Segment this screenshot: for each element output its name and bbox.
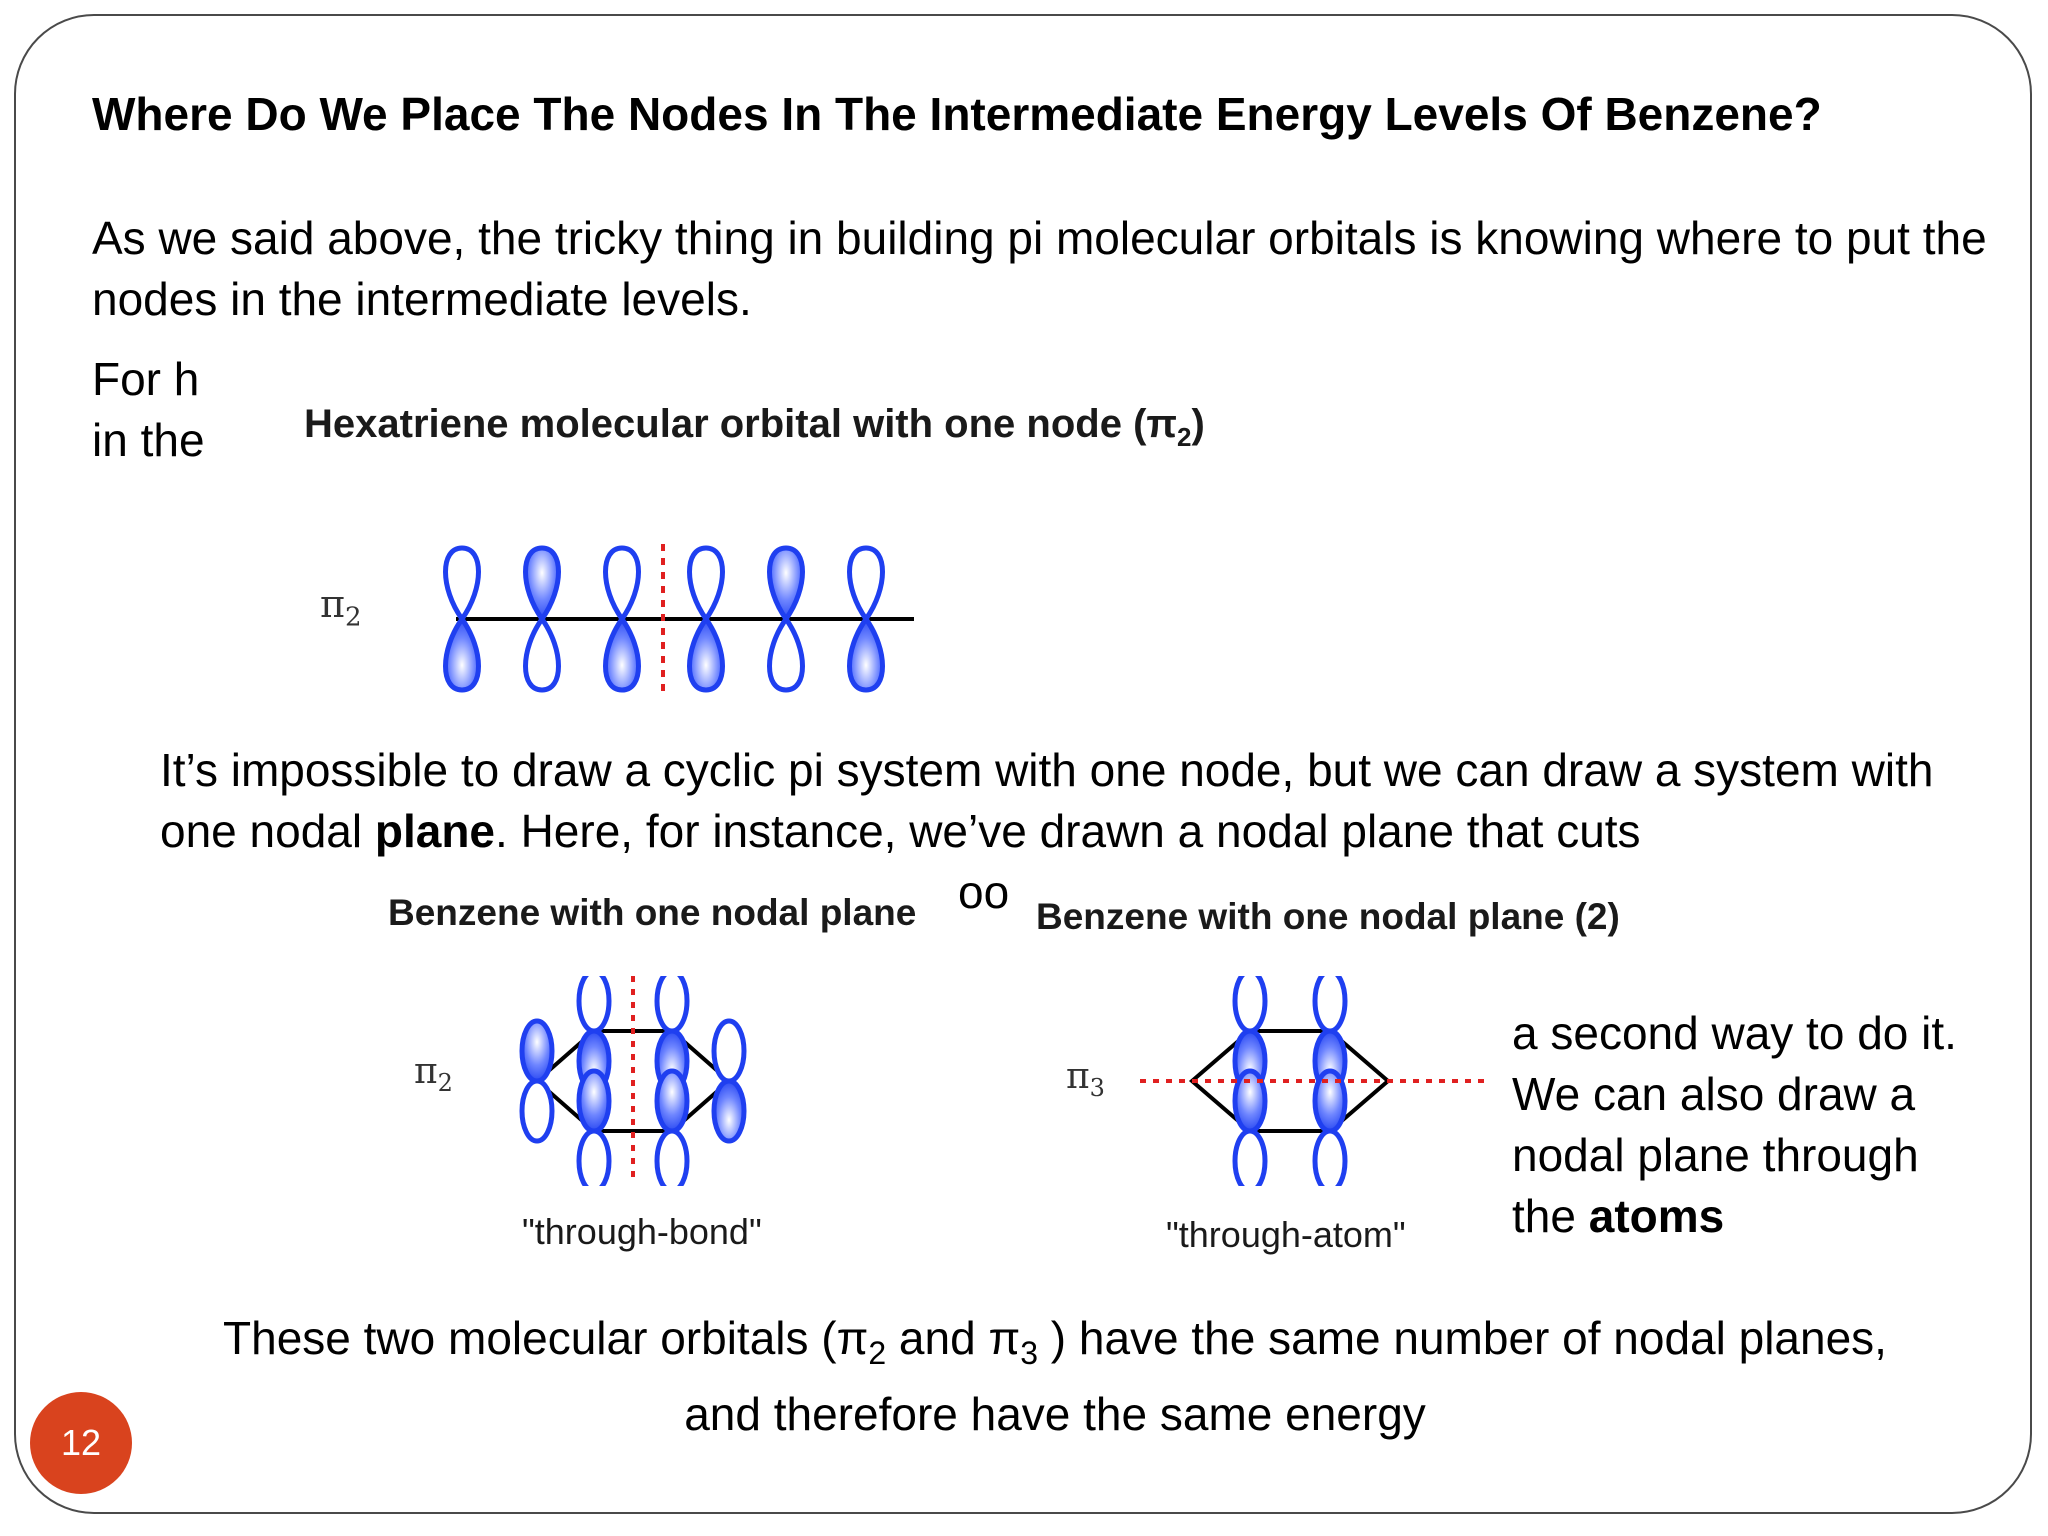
- benzene-through-bond-figure: Benzene with one nodal plane π2 "thr: [362, 876, 958, 1276]
- middle-fragment: oo: [958, 866, 1010, 918]
- benzene-right-orbital-3: [1232, 1068, 1268, 1186]
- benzene-left-title: Benzene with one nodal plane: [388, 892, 917, 933]
- slide-heading: Where Do We Place The Nodes In The Inter…: [92, 88, 1822, 140]
- hexatriene-title: Hexatriene molecular orbital with one no…: [304, 402, 1205, 452]
- p-orbital-6: [847, 545, 885, 693]
- benzene-left-orbital-6: [711, 1018, 747, 1144]
- benzene-left-pi-label: π2: [414, 1051, 453, 1098]
- benzene-right-title: Benzene with one nodal plane (2): [1036, 896, 1620, 937]
- partial-line-1: For h: [92, 353, 200, 405]
- benzene-through-atom-diagram: [1140, 976, 1485, 1186]
- middle-paragraph: It’s impossible to draw a cyclic pi syst…: [160, 744, 1934, 857]
- p-orbital-1: [443, 545, 481, 693]
- slide-number-badge: 12: [30, 1392, 132, 1494]
- p-orbital-3: [603, 545, 641, 693]
- benzene-right-pi-label: π3: [1066, 1056, 1105, 1103]
- benzene-left-orbital-3: [576, 1068, 612, 1186]
- through-atom-caption: "through-atom": [1166, 1214, 1406, 1255]
- hexatriene-figure: Hexatriene molecular orbital with one no…: [216, 362, 1986, 724]
- partial-line-2: in the: [92, 414, 205, 466]
- hexatriene-orbital-diagram: [443, 544, 914, 694]
- benzene-left-orbital-5: [519, 1018, 555, 1144]
- through-bond-caption: "through-bond": [522, 1211, 762, 1252]
- benzene-through-atom-figure: Benzene with one nodal plane (2) π3 "thr…: [1010, 876, 1620, 1276]
- p-orbital-4: [687, 545, 725, 693]
- p-orbital-2: [523, 545, 561, 693]
- benzene-right-orbital-4: [1312, 1068, 1348, 1186]
- p-orbital-5: [767, 545, 805, 693]
- hexatriene-pi-label: π2: [320, 582, 362, 633]
- conclusion-text: These two molecular orbitals (π2 and π3 …: [223, 1312, 1887, 1441]
- benzene-left-orbital-4: [654, 1068, 690, 1186]
- benzene-through-bond-diagram: [519, 976, 747, 1186]
- right-side-text: a second way to do it. We can also draw …: [1512, 1007, 1957, 1242]
- intro-paragraph: As we said above, the tricky thing in bu…: [92, 212, 1987, 325]
